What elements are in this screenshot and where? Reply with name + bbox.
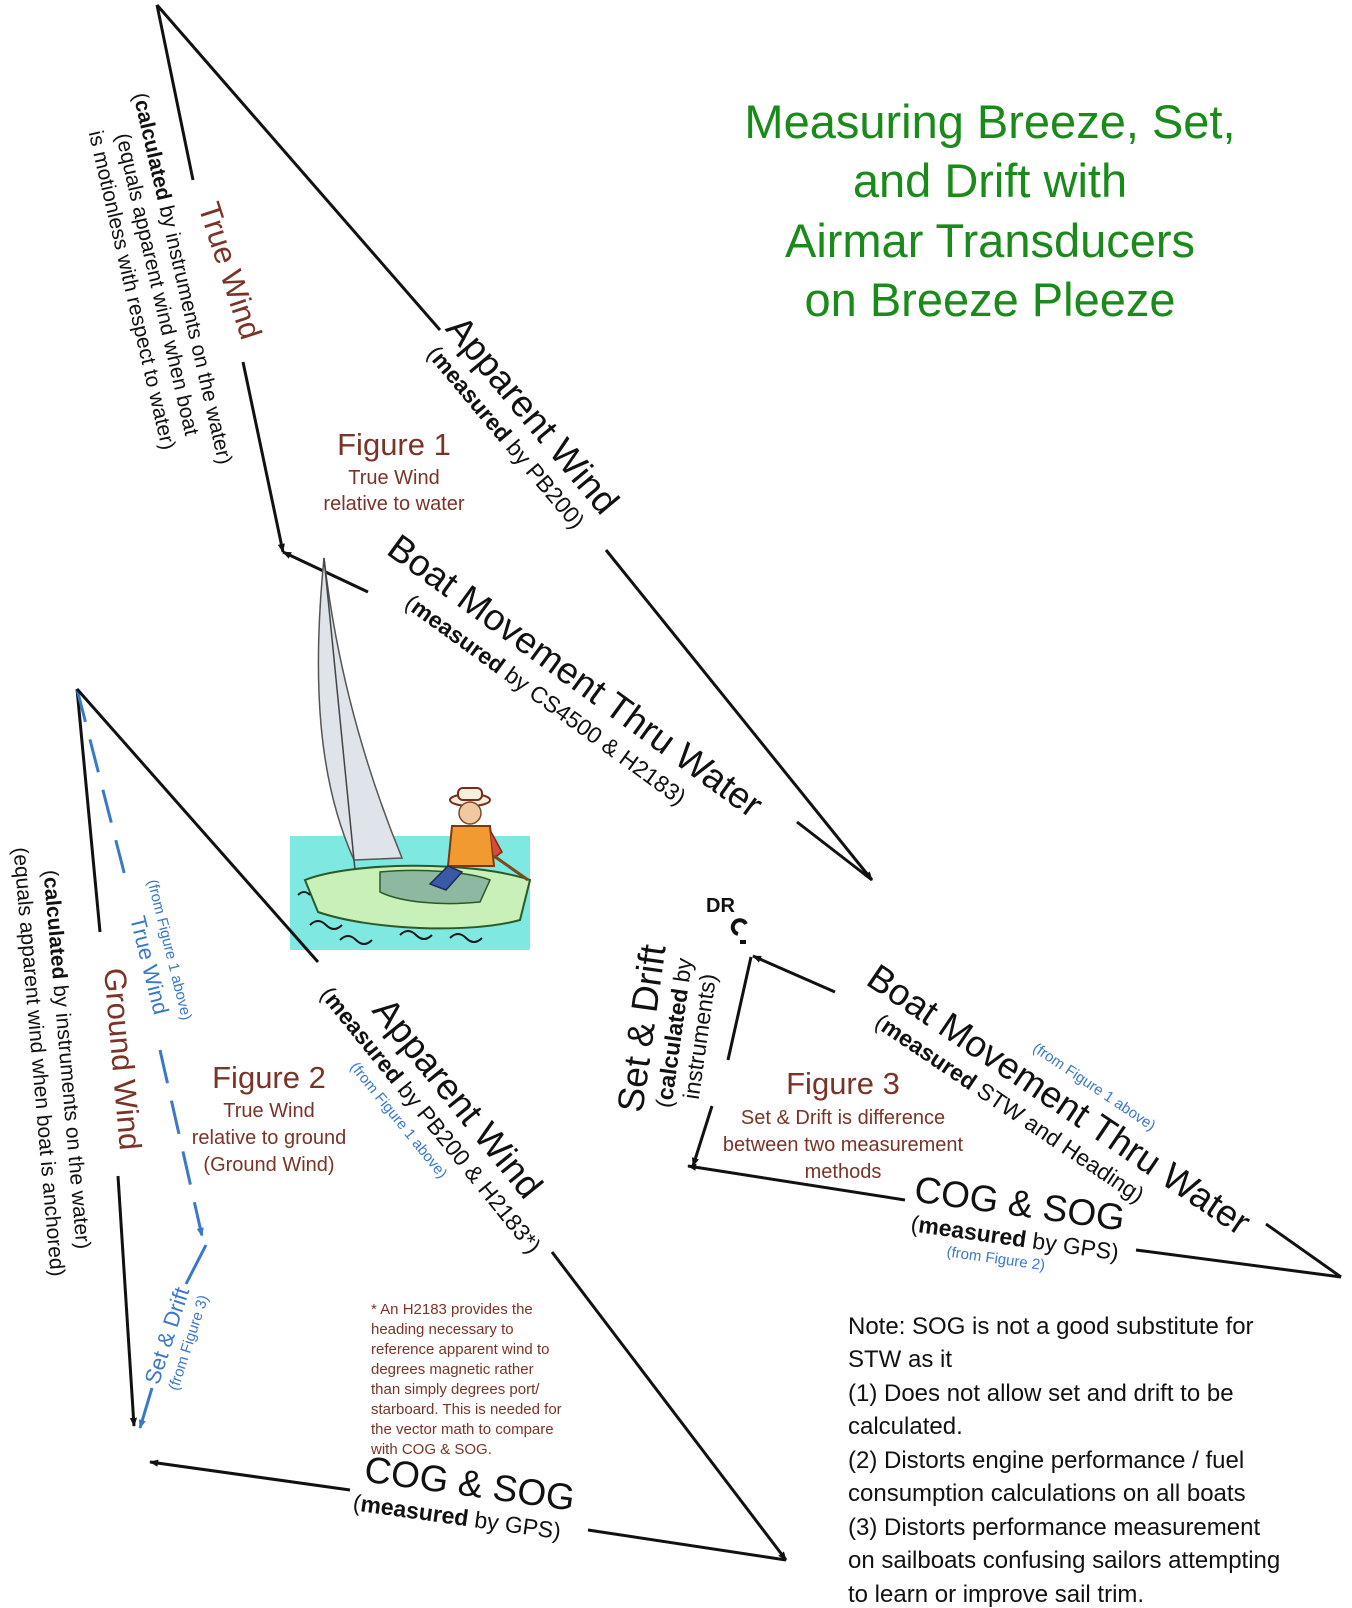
- dr-label: DR: [706, 895, 735, 917]
- footnote-line-7: the vector math to compare: [371, 1421, 554, 1438]
- boat-movement-meas-line: (measured by CS4500 & H2183): [401, 589, 691, 810]
- note-line-8: on sailboats confusing sailors attemptin…: [848, 1547, 1280, 1574]
- title-line-3: Airmar Transducers: [785, 214, 1195, 267]
- note-line-3: (1) Does not allow set and drift to be: [848, 1380, 1234, 1407]
- apparent-wind-vector-upper: [155, 4, 442, 331]
- ground-wind-calc-bold: calculated: [39, 876, 71, 980]
- boat-movement-vector-lower: [796, 820, 873, 882]
- note-line-7: (3) Distorts performance measurement: [848, 1514, 1260, 1541]
- hat-crown: [457, 787, 483, 801]
- note-line-4: calculated.: [848, 1413, 963, 1440]
- figure-2-caption-2: relative to ground: [192, 1127, 347, 1149]
- apparent-wind-2-label-group: Apparent Wind (measured by PB200 & H2183…: [315, 981, 550, 1258]
- note-line-1: Note: SOG is not a good substitute for: [848, 1313, 1254, 1340]
- set-drift-calc-rest: by: [667, 956, 697, 990]
- apparent-wind-2-meas-line: (measured by PB200 & H2183*): [315, 981, 546, 1258]
- set-drift-ref-label-group: Set & Drift (from Figure 3): [139, 1284, 212, 1392]
- figure-3-caption-1: Set & Drift is difference: [741, 1107, 945, 1129]
- footnote-line-2: heading necessary to: [371, 1321, 514, 1338]
- dr-marker-icon: [730, 918, 748, 936]
- footnote-line-3: reference apparent wind to: [371, 1341, 549, 1358]
- title-line-4: on Breeze Pleeze: [804, 273, 1175, 326]
- footnote-line-6: starboard. This is needed for: [371, 1401, 562, 1418]
- set-drift-ref-upper: [184, 1244, 208, 1285]
- true-wind-ref-upper: [75, 688, 128, 881]
- note-line-6: consumption calculations on all boats: [848, 1480, 1246, 1507]
- cog-sog-3-vector-right: [1135, 1248, 1342, 1279]
- figure-3-title: Figure 3: [786, 1066, 900, 1101]
- figure-3-caption-3: methods: [805, 1161, 882, 1183]
- ground-wind-label: Ground Wind: [97, 967, 148, 1152]
- apparent-wind-label: Apparent Wind: [438, 308, 627, 522]
- cog-sog-2-label-group: COG & SOG (measured by GPS): [351, 1449, 577, 1545]
- apparent-wind-2-vector-upper: [75, 688, 320, 963]
- sog-note: Note: SOG is not a good substitute for S…: [848, 1313, 1280, 1608]
- sailboat-illustration: [290, 557, 532, 950]
- figure-3-caption-2: between two measurement: [723, 1134, 964, 1156]
- figure-1-caption-2: relative to water: [323, 493, 465, 515]
- sailor-legs: [428, 865, 464, 891]
- sailor-arm: [489, 829, 503, 859]
- apparent-wind-2-vector-arrow: [550, 1251, 788, 1561]
- true-wind-ref-arrow: [158, 1049, 204, 1237]
- sail-shape: [317, 557, 404, 861]
- tiller-line: [493, 854, 529, 882]
- footnote-line-1: * An H2183 provides the: [371, 1301, 533, 1318]
- sailor-head: [458, 801, 482, 825]
- note-line-2: STW as it: [848, 1346, 952, 1373]
- wave-marks: [297, 891, 483, 945]
- ground-wind-calc-note: (calculated by instruments on the water)…: [8, 846, 94, 1277]
- ground-wind-vector-arrow: [116, 1175, 138, 1427]
- true-wind-vector-arrow: [241, 361, 285, 553]
- set-drift-vector-upper: [726, 956, 753, 1061]
- figure-2-title: Figure 2: [212, 1060, 326, 1095]
- figure-2-caption-3: (Ground Wind): [203, 1154, 334, 1176]
- cog-sog-2-vector-arrow: [149, 1459, 351, 1492]
- figure-2: Ground Wind (calculated by instruments o…: [8, 688, 788, 1562]
- mast-line: [323, 557, 356, 871]
- figure-3: DR Set & Drift (calculated by instrument…: [610, 895, 1342, 1279]
- set-drift-ref-arrow: [138, 1387, 154, 1429]
- cog-sog-3-vector-arrow: [687, 1163, 906, 1202]
- boat-movement-label-group: Boat Movement Thru Water (measured by CS…: [380, 526, 770, 825]
- true-wind-vector-upper: [155, 4, 195, 181]
- note-line-5: (2) Distorts engine performance / fuel: [848, 1447, 1244, 1474]
- cockpit-shape: [379, 869, 492, 905]
- boat-movement-label: Boat Movement Thru Water: [380, 526, 770, 825]
- ground-wind-vector-upper: [75, 688, 102, 933]
- cog-sog-3-label-group: COG & SOG (measured by GPS) (from Figure…: [909, 1169, 1127, 1275]
- footnote-line-4: degrees magnetic rather: [371, 1361, 534, 1378]
- boat-movement-3-vector-right: [1265, 1222, 1342, 1279]
- footnote-line-8: with COG & SOG.: [370, 1441, 492, 1458]
- figure-1-caption-1: True Wind: [348, 467, 440, 489]
- true-wind-calc-note: (calculated by instruments on the water)…: [84, 91, 237, 467]
- life-vest: [446, 825, 496, 867]
- title-line-1: Measuring Breeze, Set,: [744, 95, 1235, 148]
- footnote-line-5: than simply degrees port/: [371, 1381, 540, 1398]
- ground-wind-label-group: Ground Wind: [97, 967, 148, 1152]
- boat-movement-3-vector-arrow: [752, 954, 836, 994]
- apparent-wind-vector-arrow: [604, 549, 874, 881]
- page-title: Measuring Breeze, Set, and Drift with Ai…: [744, 95, 1235, 326]
- cog-sog-2-vector-right: [587, 1528, 787, 1562]
- h2183-footnote: * An H2183 provides the heading necessar…: [370, 1301, 562, 1458]
- figure-2-caption-1: True Wind: [223, 1100, 315, 1122]
- set-drift-label-group: Set & Drift (calculated by instruments): [610, 941, 722, 1114]
- figure-1-title: Figure 1: [337, 427, 451, 462]
- note-line-9: to learn or improve sail trim.: [848, 1581, 1144, 1608]
- title-line-2: and Drift with: [853, 154, 1127, 207]
- set-drift-vector-arrow: [691, 1105, 714, 1167]
